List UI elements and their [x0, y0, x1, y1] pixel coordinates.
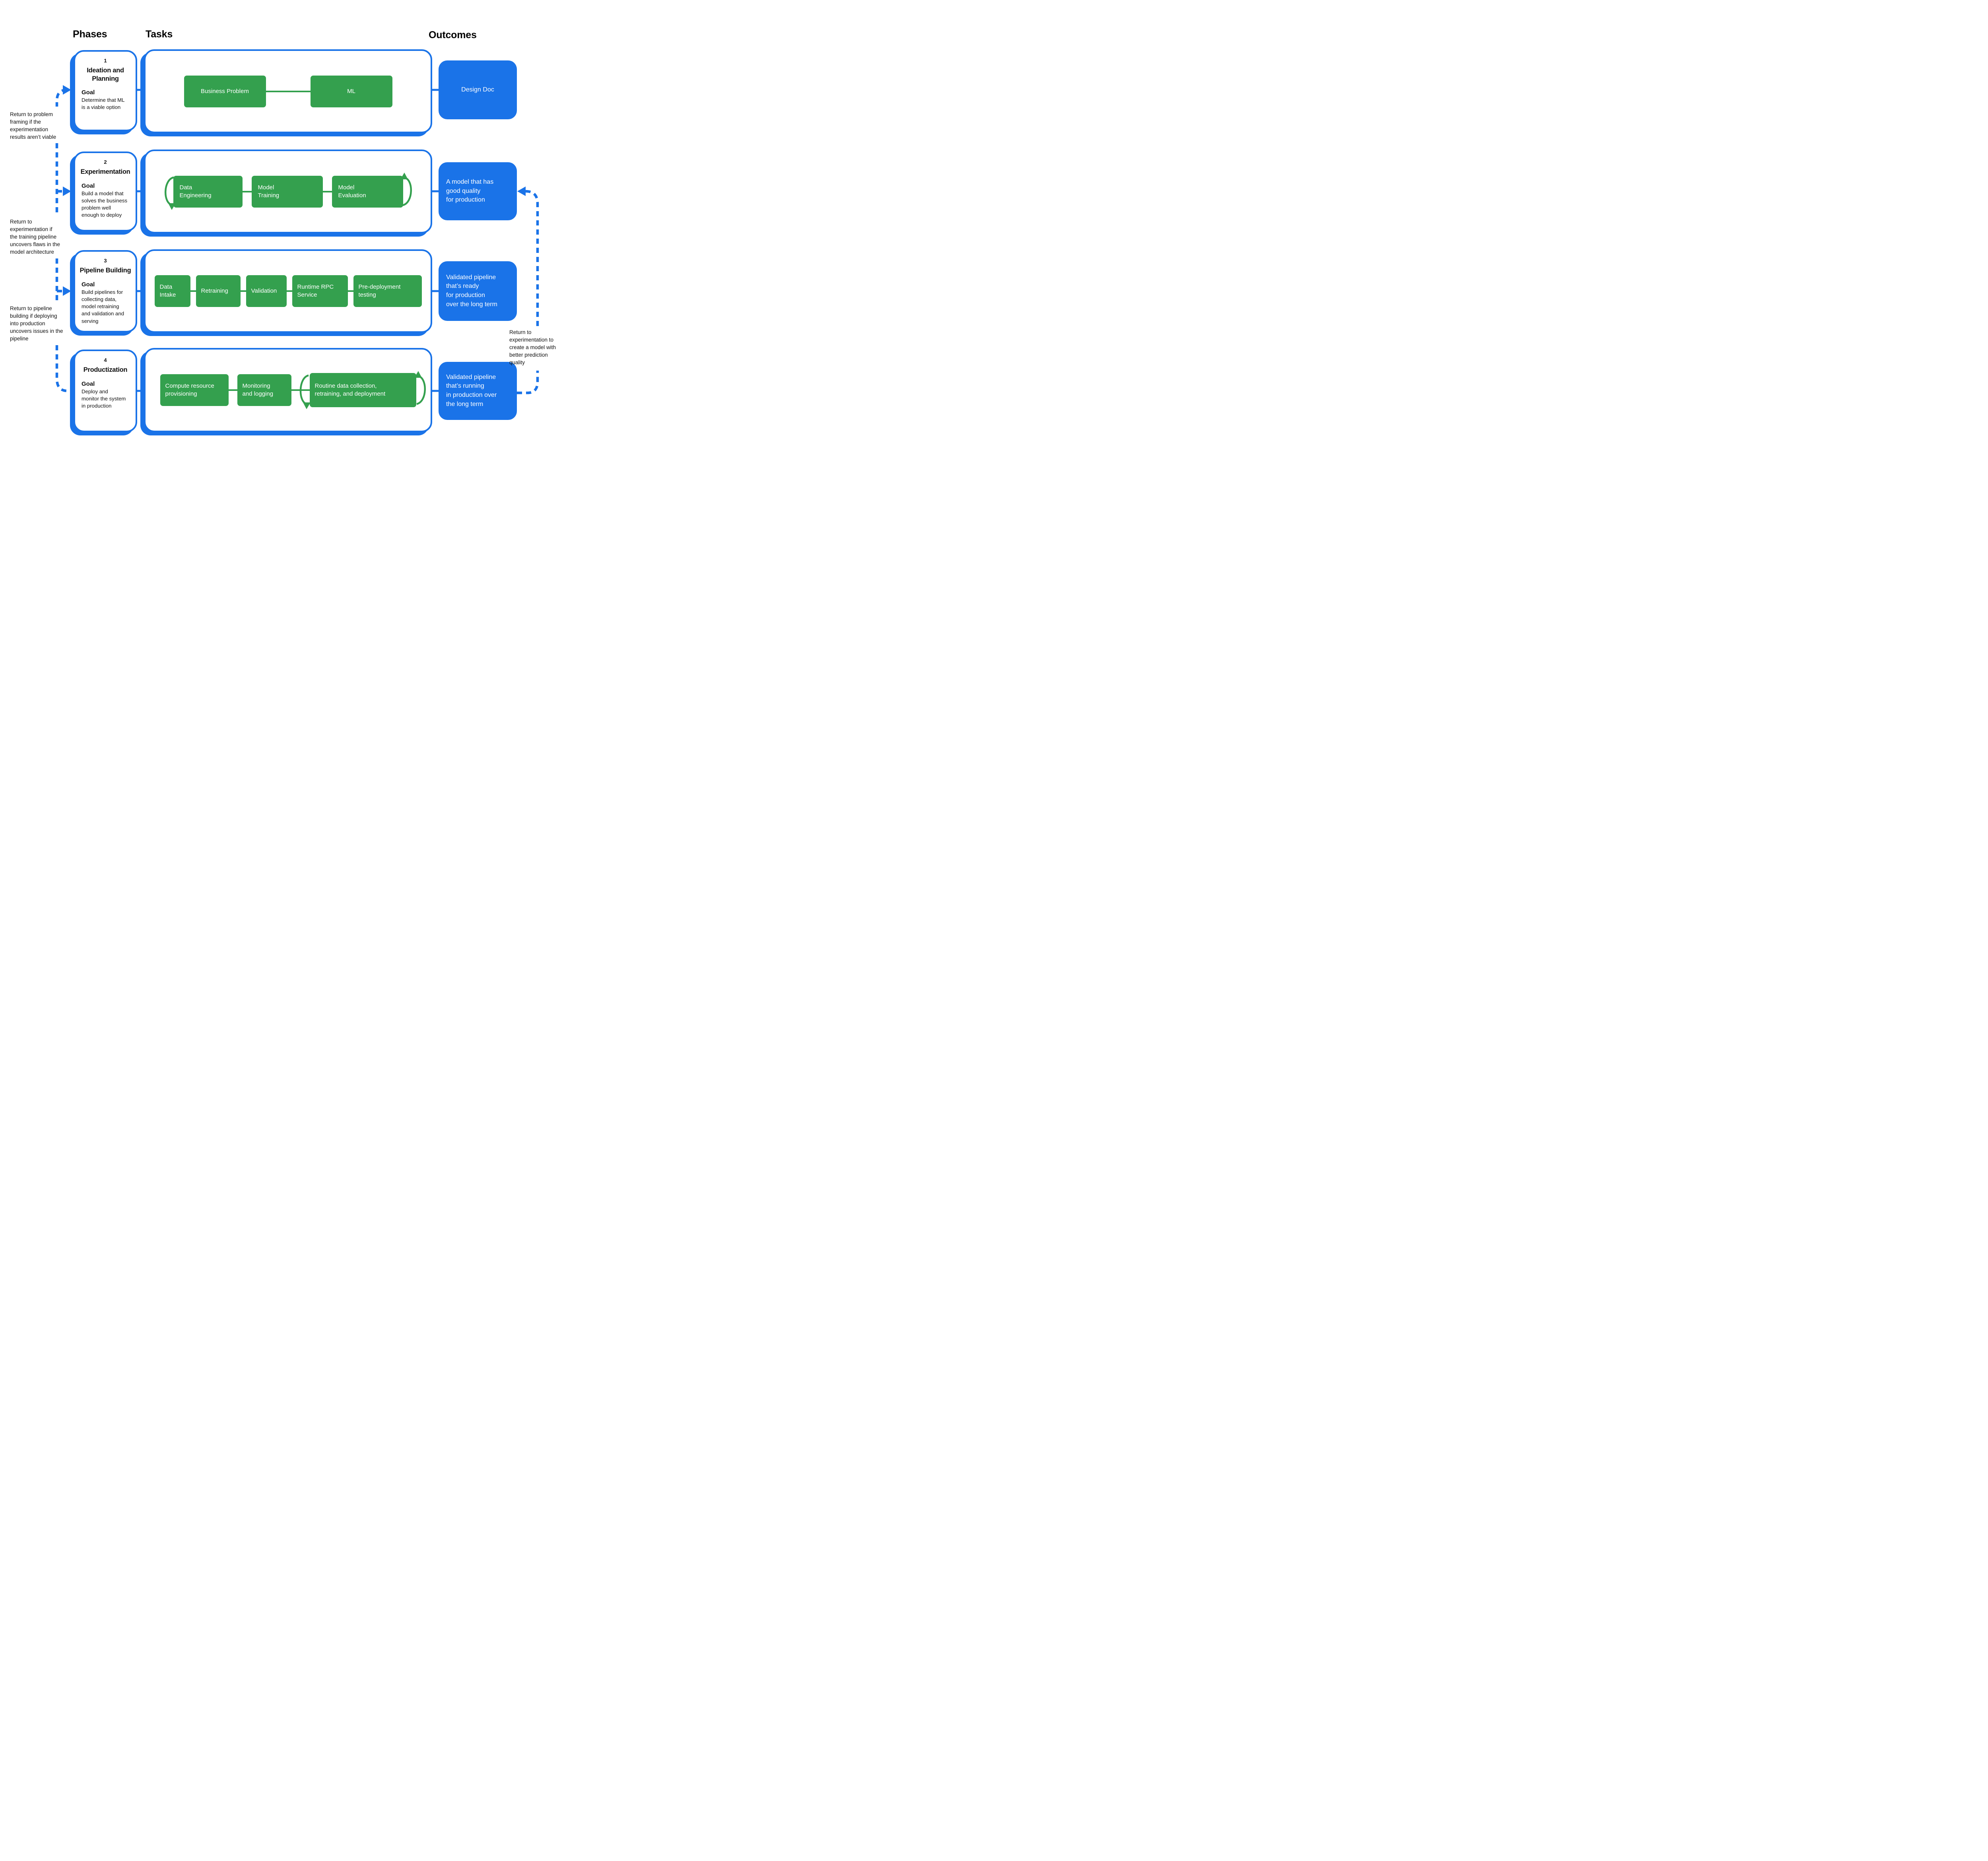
tasks-row-4: Compute resource provisioning Monitoring…	[144, 348, 432, 432]
arrowhead-to-phase3-icon	[63, 286, 71, 296]
mlops-phases-diagram: Phases Tasks Outcomes 1 Ideation and Pla…	[0, 0, 564, 465]
phase-title: Pipeline Building	[80, 267, 131, 274]
left-return-path-bottom-elbow	[55, 345, 70, 392]
tasks-row-1: Business Problem ML	[144, 49, 432, 133]
right-return-path-bottom-elbow	[517, 371, 539, 394]
outcome-good-quality-model: A model that has good quality for produc…	[439, 162, 517, 220]
column-header-outcomes: Outcomes	[429, 29, 477, 41]
task-data-engineering: Data Engineering	[173, 175, 243, 208]
arrowhead-to-outcome2-icon	[517, 186, 526, 196]
outcome-pipeline-running: Validated pipeline that’s running in pro…	[439, 362, 517, 420]
tasks-row-2: Data Engineering Model Training Model Ev…	[144, 150, 432, 233]
phase-number: 3	[104, 258, 107, 264]
left-return-path-top-elbow	[55, 88, 67, 107]
goal-text: Determine that ML is a viable option	[82, 97, 125, 111]
note-return-to-experimentation: Return to experimentation if the trainin…	[10, 219, 60, 255]
outcome-design-doc: Design Doc	[439, 60, 517, 119]
task-connector	[286, 290, 292, 292]
goal-text: Build a model that solves the business p…	[82, 190, 128, 218]
phase-number: 2	[104, 159, 107, 165]
goal-label: Goal	[82, 380, 95, 387]
task-connector	[348, 290, 353, 292]
phase-title: Productization	[83, 366, 128, 373]
column-header-tasks: Tasks	[146, 29, 173, 40]
task-connector	[242, 190, 252, 192]
task-connector	[266, 90, 311, 92]
phase-number: 4	[104, 357, 107, 363]
task-pre-deployment-testing: Pre-deployment testing	[353, 275, 422, 307]
task-connector	[240, 290, 246, 292]
task-routine-data-collection: Routine data collection, retraining, and…	[309, 373, 416, 407]
task-retraining: Retraining	[196, 275, 241, 307]
task-model-evaluation: Model Evaluation	[332, 175, 403, 208]
goal-text: Deploy and monitor the system in product…	[82, 388, 126, 409]
goal-text: Build pipelines for collecting data, mod…	[82, 289, 124, 324]
note-return-to-problem-framing: Return to problem framing if the experim…	[10, 111, 56, 140]
tasks-row-3: Data Intake Retraining Validation Runtim…	[144, 249, 432, 333]
task-connector	[322, 190, 332, 192]
phase-card-experimentation: 2 Experimentation Goal Build a model tha…	[74, 152, 137, 231]
task-validation: Validation	[246, 275, 287, 307]
task-connector	[291, 389, 310, 391]
phase-card-productization: 4 Productization Goal Deploy and monitor…	[74, 350, 137, 432]
arrowhead-to-phase2-icon	[63, 186, 71, 196]
goal-label: Goal	[82, 89, 95, 96]
task-connector	[190, 290, 196, 292]
right-return-path-top-elbow	[524, 190, 539, 326]
task-compute-resource-provisioning: Compute resource provisioning	[160, 374, 229, 406]
phase-title: Ideation and Planning	[87, 67, 124, 82]
goal-label: Goal	[82, 182, 95, 189]
task-model-training: Model Training	[251, 175, 323, 208]
task-monitoring-and-logging: Monitoring and logging	[237, 374, 291, 406]
phase-card-ideation-planning: 1 Ideation and Planning Goal Determine t…	[74, 50, 137, 131]
task-ml: ML	[310, 75, 392, 107]
goal-label: Goal	[82, 281, 95, 288]
task-runtime-rpc-service: Runtime RPC Service	[292, 275, 348, 307]
note-return-to-experimentation-right: Return to experimentation to create a mo…	[509, 329, 556, 365]
column-header-phases: Phases	[73, 29, 107, 40]
arrowhead-to-phase1-icon	[63, 85, 71, 95]
phase-number: 1	[104, 58, 107, 64]
task-connector	[228, 389, 237, 391]
phase-card-pipeline-building: 3 Pipeline Building Goal Build pipelines…	[74, 250, 137, 332]
task-business-problem: Business Problem	[184, 75, 266, 107]
outcome-pipeline-ready: Validated pipeline that’s ready for prod…	[439, 261, 517, 321]
phase-title: Experimentation	[80, 168, 130, 175]
note-return-to-pipeline-building: Return to pipeline building if deploying…	[10, 305, 63, 342]
task-data-intake: Data Intake	[154, 275, 190, 307]
